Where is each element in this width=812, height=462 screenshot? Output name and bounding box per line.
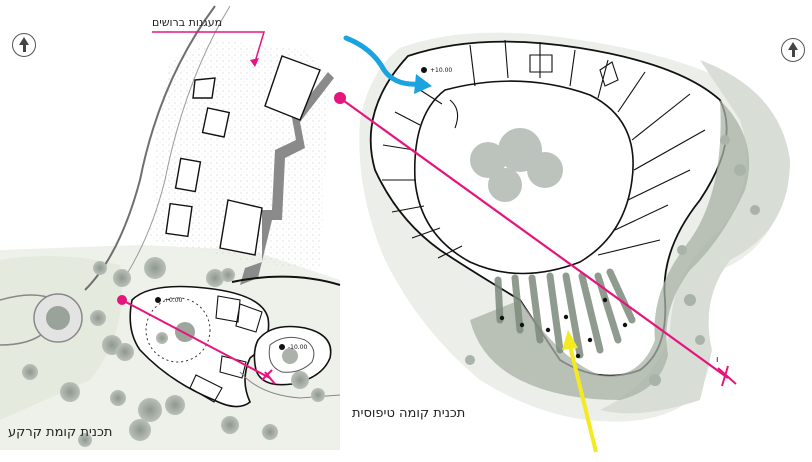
north-arrow-icon: [781, 38, 805, 62]
svg-text:ו: ו: [716, 355, 718, 365]
level-mark-ground-right: -10.00: [288, 344, 308, 351]
typical-floor-plan-title: תכנית קומה טיפוסית: [352, 406, 466, 421]
north-arrow-icon: [12, 33, 36, 57]
bicycle-parking-label: מעגנות ברושים: [152, 16, 223, 29]
ground-floor-plan: +0.00 -10.00: [0, 0, 341, 450]
typical-floor-plan: ו +10.00: [334, 32, 790, 453]
level-mark-typical-upper: +10.00: [430, 67, 452, 74]
ground-floor-plan-title: תכנית קומת קרקע: [8, 425, 113, 440]
level-mark-ground-center: +0.00: [164, 297, 183, 304]
